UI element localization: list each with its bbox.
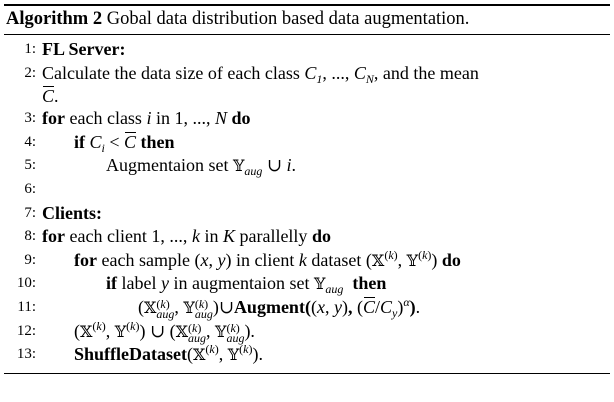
line-number: 11: xyxy=(17,298,36,315)
algorithm-box: Algorithm 2 Gobal data distribution base… xyxy=(4,4,610,374)
algo-line-8: 8: for each client 1, ..., k in K parall… xyxy=(4,225,610,249)
keyword-do: do xyxy=(441,249,461,270)
algo-line-9: 9: for each sample (x, y) in client k da… xyxy=(4,249,610,273)
line-number: 1: xyxy=(24,41,36,57)
line-number: 7: xyxy=(24,204,36,221)
algorithm-caption: Algorithm 2 Gobal data distribution base… xyxy=(4,6,610,31)
keyword-if: if xyxy=(74,131,85,152)
line-number: 6: xyxy=(24,180,36,197)
keyword-clients: Clients: xyxy=(42,202,102,223)
keyword-fl-server: FL Server: xyxy=(42,39,126,59)
line-number: 9: xyxy=(24,251,36,268)
function-shuffle-dataset: ShuffleDataset xyxy=(74,344,187,365)
algo-line-2: 2: Calculate the data size of each class… xyxy=(4,62,610,86)
algo-line-12: 12: (𝕏(k), 𝕐(k)) ∪ (𝕏(k)aug, 𝕐(k)aug). xyxy=(4,320,610,344)
line-number: 12: xyxy=(16,322,36,339)
line-text: dataset xyxy=(311,249,362,270)
line-text: parallelly xyxy=(239,226,308,247)
line-text: Calculate the data size of each class xyxy=(42,62,300,83)
algo-line-7: 7: Clients: xyxy=(4,202,610,226)
line-text: in augmentaion set xyxy=(173,273,310,294)
algo-line-2-continued: C. xyxy=(42,86,59,107)
algo-line-4: 4: if Ci < C then xyxy=(4,131,610,155)
line-text: each client 1, ..., xyxy=(69,226,192,247)
line-number: 10: xyxy=(16,275,36,292)
keyword-do: do xyxy=(311,226,331,247)
line-text: in xyxy=(204,226,219,247)
line-number: 8: xyxy=(24,228,36,245)
keyword-then: then xyxy=(140,131,175,152)
keyword-then: then xyxy=(352,273,387,294)
keyword-for: for xyxy=(42,108,65,129)
algo-line-13: 13: ShuffleDataset(𝕏(k), 𝕐(k)). xyxy=(4,343,610,367)
algo-line-3: 3: for each class i in 1, ..., N do xyxy=(4,107,610,131)
line-text: Augmentaion set xyxy=(106,155,229,176)
bottom-rule xyxy=(4,372,610,374)
line-text: , and the mean xyxy=(373,62,479,83)
line-number: 13: xyxy=(16,346,36,363)
algorithm-lines: 1: FL Server: 2: Calculate the data size… xyxy=(4,35,610,367)
keyword-do: do xyxy=(231,108,251,129)
keyword-for: for xyxy=(74,249,97,270)
function-augment: Augment xyxy=(233,296,305,317)
line-number: 5: xyxy=(24,157,36,174)
caption-rule xyxy=(4,34,610,35)
algo-line-5: 5: Augmentaion set 𝕐aug ∪ i. xyxy=(4,154,610,178)
line-text: label xyxy=(121,273,157,294)
keyword-for: for xyxy=(42,226,65,247)
line-number: 2: xyxy=(24,64,36,81)
algo-line-6: 6: xyxy=(4,178,610,202)
line-text: each sample xyxy=(101,249,190,270)
algo-line-10: 10: if label y in augmentaion set 𝕐aug t… xyxy=(4,272,610,296)
algo-line-11: 11: (𝕏(k)aug, 𝕐(k)aug)∪Augment((x, y), (… xyxy=(4,296,610,320)
keyword-if: if xyxy=(106,273,117,294)
caption-title: Gobal data distribution based data augme… xyxy=(106,9,470,29)
line-text: in 1, ..., xyxy=(155,108,215,129)
line-number: 4: xyxy=(24,133,36,150)
algo-line-1: 1: FL Server: xyxy=(4,38,610,62)
line-text: each class xyxy=(69,108,142,129)
line-number: 3: xyxy=(24,110,36,127)
line-text: in client xyxy=(235,249,295,270)
caption-label: Algorithm 2 xyxy=(6,9,103,29)
top-rule xyxy=(4,4,610,6)
